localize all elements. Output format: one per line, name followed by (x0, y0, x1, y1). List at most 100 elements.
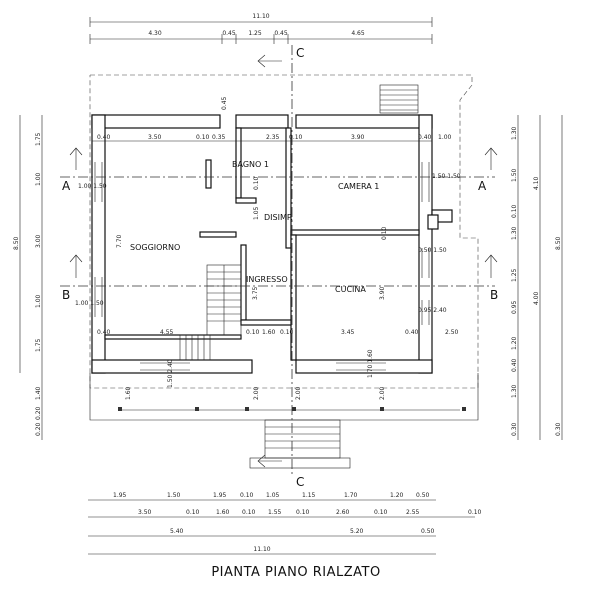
dim-b2-1: 3.50 (138, 509, 152, 516)
dim-left-5: 1.75 (35, 338, 42, 352)
room-cucina: CUCINA (335, 285, 366, 294)
dim-inner-top-7: 3.90 (351, 134, 365, 141)
dim-b2-3: 1.60 (216, 509, 230, 516)
room-ingresso: INGRESSO (246, 275, 288, 284)
dim-inner-top-1: 0.40 (97, 134, 111, 141)
left-dimensions (19, 115, 43, 440)
dim-b3-3: 0.50 (421, 528, 435, 535)
window-label-7: 1.50 2.40 (167, 359, 174, 388)
dim-right-3: 0.10 (511, 204, 518, 218)
dim-b1-6: 1.15 (302, 492, 316, 499)
dim-left-3: 3.00 (35, 234, 42, 248)
dim-0-10-c: 0.10 (381, 226, 388, 240)
dim-left-1: 1.75 (35, 132, 42, 146)
dim-inner-top-3: 0.10 (196, 134, 210, 141)
dim-left-6: 1.40 (35, 386, 42, 400)
right-dimensions (517, 115, 563, 440)
dim-right-7: 1.20 (511, 336, 518, 350)
window-label-4: 0.50 1.50 (418, 247, 447, 254)
window-label-2: 1.00 1.50 (78, 183, 107, 190)
dim-3-90: 3.90 (379, 286, 386, 300)
dim-2-00-b: 2.00 (295, 386, 302, 400)
terrace (89, 373, 479, 421)
dim-b2-8: 0.10 (374, 509, 388, 516)
roof-outline (89, 74, 479, 389)
dim-inner-top-4: 0.35 (212, 134, 226, 141)
dim-right-6: 0.95 (511, 300, 518, 314)
dim-inner-top-6: 0.10 (289, 134, 303, 141)
dim-top-2: 0.45 (222, 30, 236, 37)
dim-0-10-b: 0.10 (280, 329, 294, 336)
dim-b2-4: 0.10 (242, 509, 256, 516)
section-lines (60, 45, 498, 475)
dim-inner-top-8: 0.40 (418, 134, 432, 141)
dim-b2-9: 2.55 (406, 509, 420, 516)
window-label-5: 0.95 2.40 (418, 307, 447, 314)
dim-3-75: 3.75 (252, 286, 259, 300)
dim-2-00-c: 2.00 (379, 386, 386, 400)
dim-b2-7: 2.60 (336, 509, 350, 516)
dim-right-9: 1.30 (511, 384, 518, 398)
section-a-right: A (478, 179, 487, 193)
dim-b2-10: 0.10 (468, 509, 482, 516)
plan-title: PIANTA PIANO RIALZATO (211, 565, 381, 580)
section-c-top: C (296, 46, 304, 60)
dim-b1-5: 1.05 (266, 492, 280, 499)
window-label-6: 1.70 1.60 (367, 349, 374, 378)
section-b-right: B (490, 288, 498, 302)
bottom-dimensions (88, 499, 475, 555)
internal-stair (179, 264, 242, 361)
dim-0-10-a: 0.10 (246, 329, 260, 336)
dim-b3-1: 5.40 (170, 528, 184, 535)
dim-right-2: 1.50 (511, 168, 518, 182)
dim-b3-2: 5.20 (350, 528, 364, 535)
dim-b1-1: 1.95 (113, 492, 127, 499)
dim-left-7: 0.20 (35, 406, 42, 420)
dim-left-total: 8.50 (13, 236, 20, 250)
dim-b1-9: 0.50 (416, 492, 430, 499)
dim-0-40-l: 0.40 (97, 329, 111, 336)
section-c-bottom: C (296, 475, 304, 489)
dim-1-60: 1.60 (262, 329, 276, 336)
dim-b1-8: 1.20 (390, 492, 404, 499)
dim-left-8: 0.20 (35, 422, 42, 436)
dim-right-10: 0.30 (511, 422, 518, 436)
dim-0-45-a: 0.45 (221, 96, 228, 110)
dim-3-45: 3.45 (341, 329, 355, 336)
dim-2-00-a: 2.00 (253, 386, 260, 400)
top-dimensions: 11.10 4.30 0.45 1.25 0.45 4.65 (89, 13, 433, 44)
dim-left-4: 1.00 (35, 294, 42, 308)
interior-walls (104, 127, 420, 361)
dim-right-total-3: 4.00 (533, 291, 540, 305)
dim-right-8: 0.40 (511, 358, 518, 372)
dim-right-total-1: 4.10 (533, 176, 540, 190)
room-camera: CAMERA 1 (338, 182, 379, 191)
dim-inner-top-5: 2.35 (266, 134, 280, 141)
dim-right-total-4: 0.30 (555, 422, 562, 436)
room-disimp: DISIMP. (264, 213, 293, 222)
dim-left-2: 1.00 (35, 172, 42, 186)
room-soggiorno: SOGGIORNO (130, 243, 180, 252)
dim-right-4: 1.30 (511, 226, 518, 240)
dim-0-10-d: 0.10 (253, 176, 260, 190)
dim-b1-7: 1.70 (344, 492, 358, 499)
dim-2-50: 2.50 (445, 329, 459, 336)
dim-1-60-b: 1.60 (125, 386, 132, 400)
dim-1-05: 1.05 (253, 206, 260, 220)
dim-top-1: 4.30 (148, 30, 162, 37)
top-stair (379, 84, 419, 114)
dim-b1-3: 1.95 (213, 492, 227, 499)
dim-inner-top-9: 1.00 (438, 134, 452, 141)
dim-b2-2: 0.10 (186, 509, 200, 516)
section-a-left: A (62, 179, 71, 193)
section-b-left: B (62, 288, 70, 302)
window-label-1: 1.00 1.50 (75, 300, 104, 307)
dim-inner-top-2: 3.50 (148, 134, 162, 141)
dim-0-40-r: 0.40 (405, 329, 419, 336)
window-label-3: 1.50 1.50 (432, 173, 461, 180)
dim-b1-2: 1.50 (167, 492, 181, 499)
dim-right-5: 1.25 (511, 268, 518, 282)
dim-top-5: 4.65 (351, 30, 365, 37)
dim-right-total-2: 8.50 (555, 236, 562, 250)
